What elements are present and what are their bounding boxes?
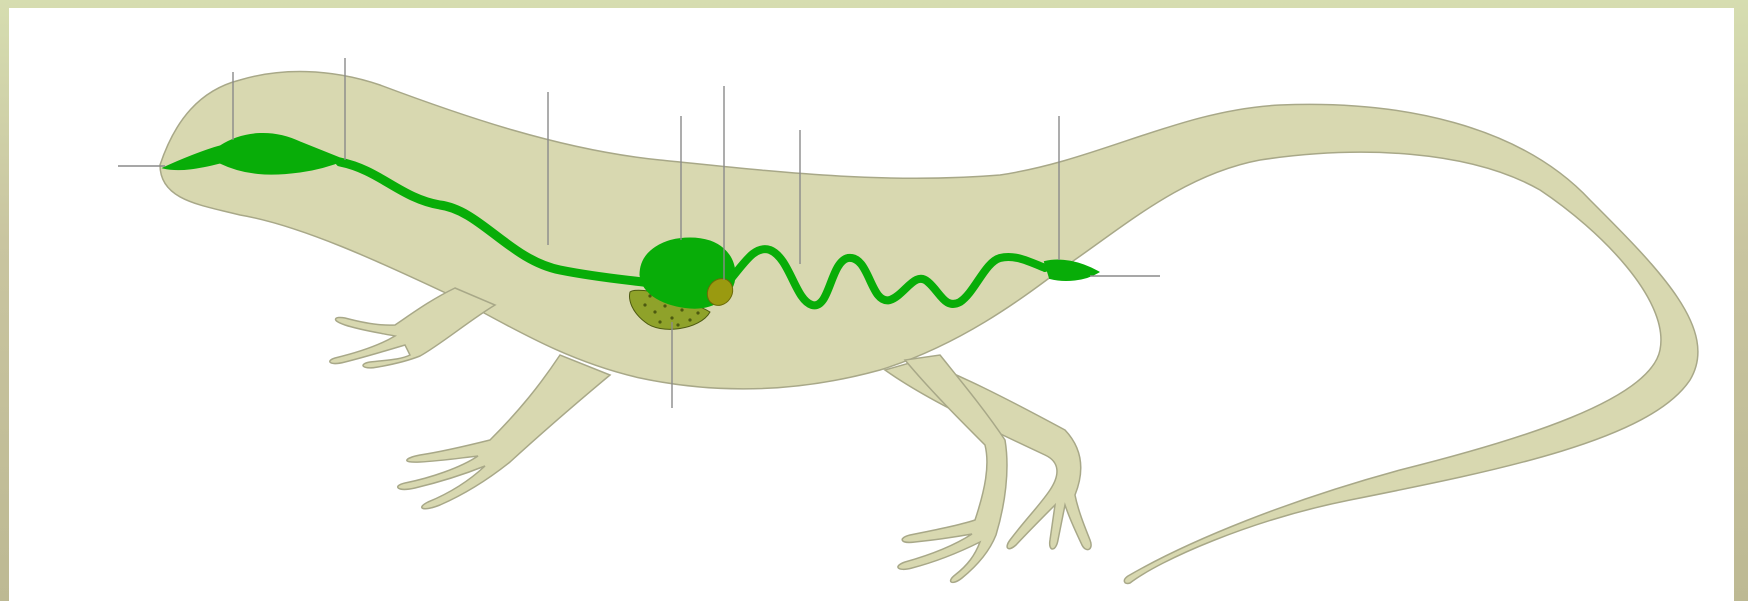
- lizard-body: [160, 72, 1698, 584]
- front-leg-front: [398, 355, 610, 509]
- diagram-panel: [9, 8, 1734, 601]
- front-leg-back: [330, 288, 495, 368]
- lizard-diagram: [9, 8, 1734, 601]
- cloaca: [1045, 260, 1098, 280]
